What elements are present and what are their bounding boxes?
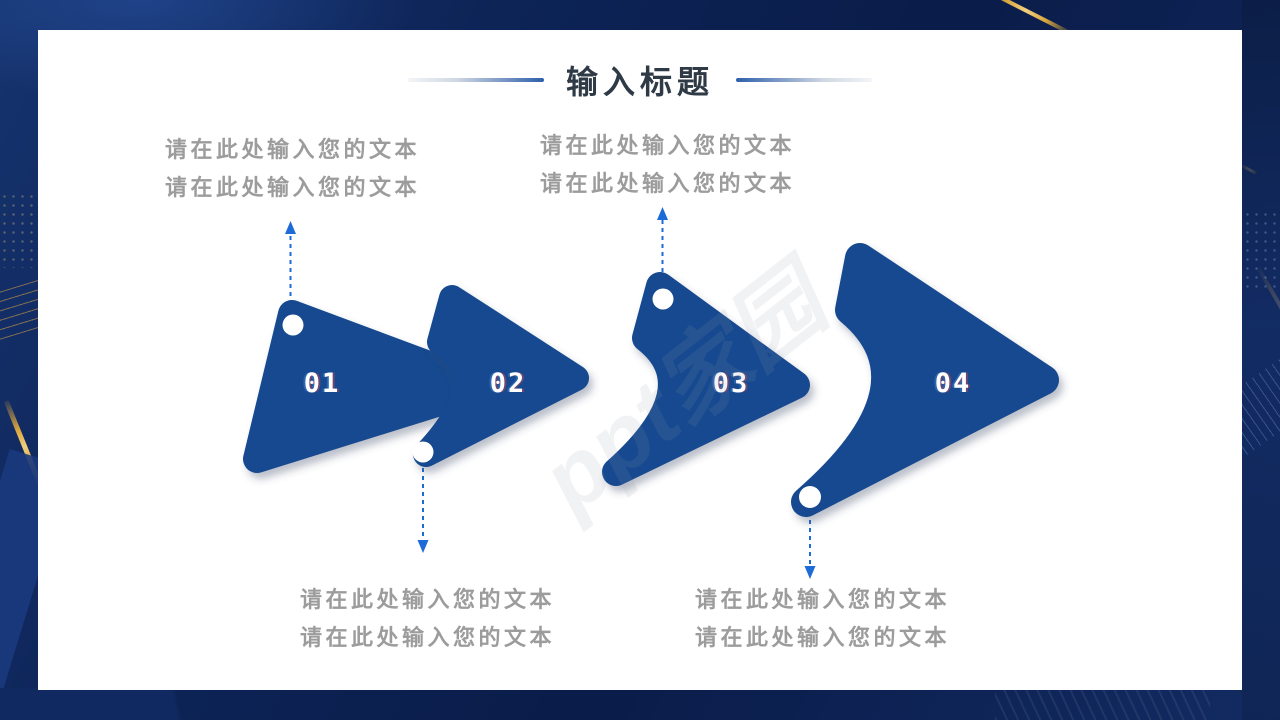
text-placeholder-step4[interactable]: 请在此处输入您的文本 请在此处输入您的文本 — [695, 581, 950, 657]
pin-hole-icon — [412, 441, 434, 463]
title-divider-left — [407, 78, 544, 82]
connector-arrow-step4 — [804, 512, 816, 579]
placeholder-line: 请在此处输入您的文本 — [540, 171, 796, 196]
connector-arrow-step2 — [417, 468, 429, 553]
title-block: 输入标题 — [38, 60, 1242, 100]
pin-hole-icon — [282, 314, 304, 336]
step-number-04: 04 — [934, 368, 972, 399]
slide-surface — [38, 30, 1242, 690]
connector-arrow-step1 — [285, 221, 296, 312]
text-placeholder-step2[interactable]: 请在此处输入您的文本 请在此处输入您的文本 — [300, 581, 555, 657]
step-shape-02[interactable] — [412, 285, 589, 467]
text-placeholder-step1[interactable]: 请在此处输入您的文本 请在此处输入您的文本 — [165, 131, 420, 207]
step-number-03: 03 — [712, 368, 750, 399]
step-shape-03[interactable] — [602, 272, 810, 486]
step-number-02: 02 — [489, 368, 527, 399]
step-shape-01[interactable] — [243, 300, 502, 473]
placeholder-line: 请在此处输入您的文本 — [300, 625, 556, 650]
step-number-01: 01 — [303, 368, 341, 399]
title-divider-right — [736, 78, 872, 82]
pin-hole-icon — [799, 486, 821, 508]
placeholder-line: 请在此处输入您的文本 — [165, 137, 421, 162]
text-placeholder-step3[interactable]: 请在此处输入您的文本 请在此处输入您的文本 — [540, 127, 795, 203]
slide-title[interactable]: 输入标题 — [565, 64, 714, 100]
step-shape-04[interactable] — [791, 243, 1059, 517]
placeholder-line: 请在此处输入您的文本 — [695, 587, 951, 612]
pin-hole-icon — [652, 288, 674, 310]
placeholder-line: 请在此处输入您的文本 — [300, 587, 556, 612]
placeholder-line: 请在此处输入您的文本 — [695, 625, 951, 650]
placeholder-line: 请在此处输入您的文本 — [540, 133, 796, 158]
placeholder-line: 请在此处输入您的文本 — [165, 175, 421, 200]
